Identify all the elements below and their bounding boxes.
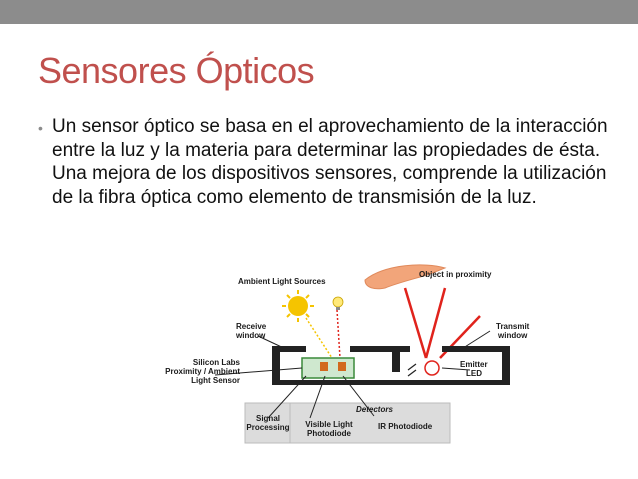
- object-label: Object in proximity: [419, 270, 492, 279]
- transmit-label-1: Transmit: [496, 322, 530, 331]
- sun-icon: [282, 290, 314, 322]
- visible-label-1: Visible Light: [305, 420, 353, 429]
- ir-label: IR Photodiode: [378, 422, 433, 431]
- emitter-label-2: LED: [466, 369, 482, 378]
- emitter-label-1: Emitter: [460, 360, 488, 369]
- proximity-sensor-diagram: Ambient Light Sources Object in proximit…: [160, 258, 540, 448]
- detectors-label: Detectors: [356, 405, 393, 414]
- emitter-led-icon: [424, 360, 440, 376]
- bulb-icon: [332, 296, 344, 310]
- visible-label-2: Photodiode: [307, 429, 351, 438]
- ambient-light-label: Ambient Light Sources: [238, 277, 326, 286]
- diagram-graphics: [214, 264, 510, 444]
- signal-label-2: Processing: [246, 423, 290, 432]
- top-bar: [0, 0, 638, 24]
- slide-title: Sensores Ópticos: [38, 50, 315, 91]
- bullet-dot: •: [38, 120, 43, 136]
- signal-label-1: Signal: [255, 414, 280, 423]
- sensor-label-2: Proximity / Ambient: [165, 367, 240, 376]
- receive-label-2: window: [236, 331, 266, 340]
- hand-icon: [364, 264, 447, 290]
- bullet-text: Un sensor óptico se basa en el aprovecha…: [52, 116, 608, 208]
- receive-label-1: Receive: [236, 322, 267, 331]
- transmit-label-2: window: [498, 331, 528, 340]
- sensor-label-1: Silicon Labs: [192, 358, 240, 367]
- sensor-label-3: Light Sensor: [191, 376, 240, 385]
